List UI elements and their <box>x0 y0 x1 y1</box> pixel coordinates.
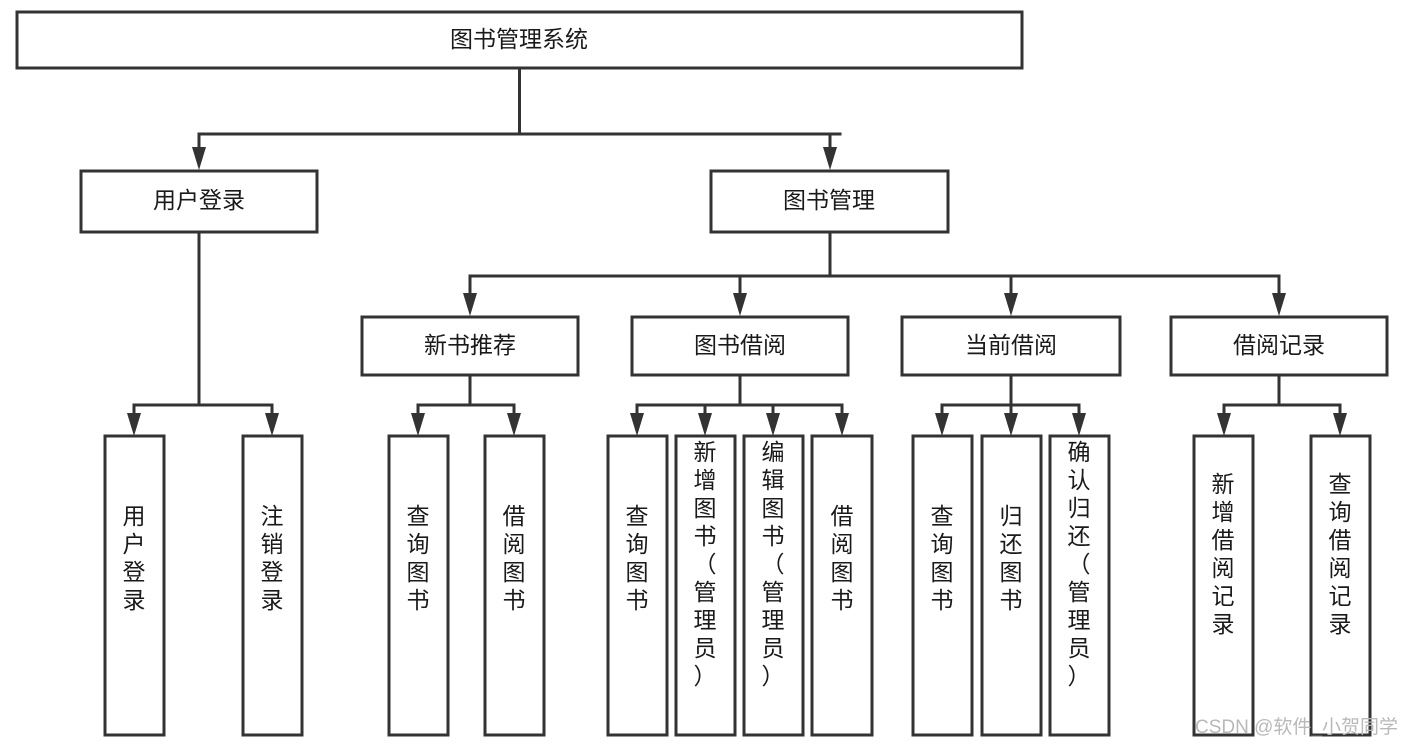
node-newbook[interactable]: 新书推荐 <box>360 315 580 377</box>
node-leaf-query-record[interactable]: 查询借阅记录 <box>1309 434 1372 737</box>
node-leaf-add-book-label: 新增图书（管理员） <box>694 439 717 689</box>
node-current[interactable]: 当前借阅 <box>900 315 1122 377</box>
node-leaf-add-book[interactable]: 新增图书（管理员） <box>674 434 737 737</box>
node-leaf-confirm-return-box[interactable] <box>1048 434 1111 737</box>
node-leaf-query-record-label: 查询借阅记录 <box>1329 471 1352 637</box>
node-leaf-user-logout-label: 注销登录 <box>261 503 284 613</box>
node-leaf-add-record-box[interactable] <box>1192 434 1255 737</box>
arrowhead-borrow-to-leaf3 <box>766 413 780 436</box>
node-newbook-label: 新书推荐 <box>424 332 516 358</box>
node-borrow-box[interactable] <box>630 315 850 377</box>
arrowhead-newbook-to-leaf2 <box>507 413 521 436</box>
arrowhead-bookmgmt-to-records <box>1272 293 1286 316</box>
node-leaf-user-logout-box[interactable] <box>241 434 304 737</box>
node-leaf-user-login-label: 用户登录 <box>123 503 146 613</box>
node-current-label: 当前借阅 <box>965 332 1057 358</box>
node-leaf-return-book-label: 归还图书 <box>1000 503 1023 613</box>
node-leaf-borrow-book-1[interactable]: 借阅图书 <box>483 434 546 737</box>
node-borrow[interactable]: 图书借阅 <box>630 315 850 377</box>
node-login[interactable]: 用户登录 <box>79 169 319 234</box>
arrowhead-current-to-leaf2 <box>1004 413 1018 436</box>
node-leaf-query-book-3-box[interactable] <box>911 434 974 737</box>
node-records-box[interactable] <box>1169 315 1389 377</box>
node-borrow-label: 图书借阅 <box>694 332 786 358</box>
arrowhead-borrow-to-leaf2 <box>698 413 712 436</box>
node-root[interactable]: 图书管理系统 <box>15 10 1024 70</box>
node-leaf-query-book-3-label: 查询图书 <box>931 503 954 613</box>
node-leaf-borrow-book-1-label: 借阅图书 <box>503 503 526 613</box>
node-bookmgmt-label: 图书管理 <box>783 187 875 213</box>
node-leaf-user-login[interactable]: 用户登录 <box>103 434 166 737</box>
node-leaf-borrow-book-2-box[interactable] <box>810 434 874 737</box>
node-leaf-borrow-book-1-box[interactable] <box>483 434 546 737</box>
node-leaf-add-record-label: 新增借阅记录 <box>1212 471 1235 637</box>
arrowhead-newbook-to-leaf1 <box>411 413 425 436</box>
node-leaf-user-login-box[interactable] <box>103 434 166 737</box>
node-records[interactable]: 借阅记录 <box>1169 315 1389 377</box>
node-leaf-confirm-return-label: 确认归还（管理员） <box>1068 439 1091 689</box>
node-leaf-query-book-1[interactable]: 查询图书 <box>387 434 450 737</box>
node-bookmgmt[interactable]: 图书管理 <box>709 169 950 234</box>
node-leaf-return-book[interactable]: 归还图书 <box>980 434 1043 737</box>
node-root-label: 图书管理系统 <box>450 26 588 52</box>
node-records-label: 借阅记录 <box>1233 332 1325 358</box>
node-leaf-query-book-2-box[interactable] <box>606 434 669 737</box>
node-leaf-borrow-book-2-label: 借阅图书 <box>831 503 854 613</box>
arrowhead-borrow-to-leaf1 <box>630 413 644 436</box>
arrowhead-bookmgmt-to-current <box>1004 293 1018 316</box>
node-leaf-edit-book-box[interactable] <box>742 434 805 737</box>
node-leaf-query-book-1-box[interactable] <box>387 434 450 737</box>
node-leaf-query-book-3[interactable]: 查询图书 <box>911 434 974 737</box>
arrowhead-current-to-leaf1 <box>935 413 949 436</box>
arrowhead-login-to-leaf1 <box>127 413 141 436</box>
arrowhead-bookmgmt-to-newbook <box>463 293 477 316</box>
arrowhead-root-to-login <box>192 147 206 170</box>
node-leaf-borrow-book-2[interactable]: 借阅图书 <box>810 434 874 737</box>
node-leaf-add-record[interactable]: 新增借阅记录 <box>1192 434 1255 737</box>
arrowhead-bookmgmt-to-borrow <box>733 293 747 316</box>
node-leaf-return-book-box[interactable] <box>980 434 1043 737</box>
node-leaf-query-book-1-label: 查询图书 <box>407 503 430 613</box>
node-leaf-query-book-2-label: 查询图书 <box>626 503 649 613</box>
node-leaf-query-record-box[interactable] <box>1309 434 1372 737</box>
node-newbook-box[interactable] <box>360 315 580 377</box>
node-leaf-user-logout[interactable]: 注销登录 <box>241 434 304 737</box>
node-leaf-query-book-2[interactable]: 查询图书 <box>606 434 669 737</box>
node-leaf-confirm-return[interactable]: 确认归还（管理员） <box>1048 434 1111 737</box>
arrowhead-current-to-leaf3 <box>1072 413 1086 436</box>
node-login-label: 用户登录 <box>153 187 245 213</box>
csdn-watermark: CSDN @软件_小贺同学 <box>1195 716 1398 738</box>
node-login-box[interactable] <box>79 169 319 234</box>
node-bookmgmt-box[interactable] <box>709 169 950 234</box>
arrowhead-root-to-bookmgmt <box>823 147 837 170</box>
node-leaf-edit-book[interactable]: 编辑图书（管理员） <box>742 434 805 737</box>
arrowhead-records-to-leaf2 <box>1333 413 1347 436</box>
arrowhead-borrow-to-leaf4 <box>835 413 849 436</box>
connector-layer <box>127 66 1347 436</box>
node-root-box[interactable] <box>15 10 1024 70</box>
node-leaf-edit-book-label: 编辑图书（管理员） <box>762 439 785 689</box>
node-leaf-add-book-box[interactable] <box>674 434 737 737</box>
arrowhead-login-to-leaf2 <box>265 413 279 436</box>
node-current-box[interactable] <box>900 315 1122 377</box>
arrowhead-records-to-leaf1 <box>1217 413 1231 436</box>
